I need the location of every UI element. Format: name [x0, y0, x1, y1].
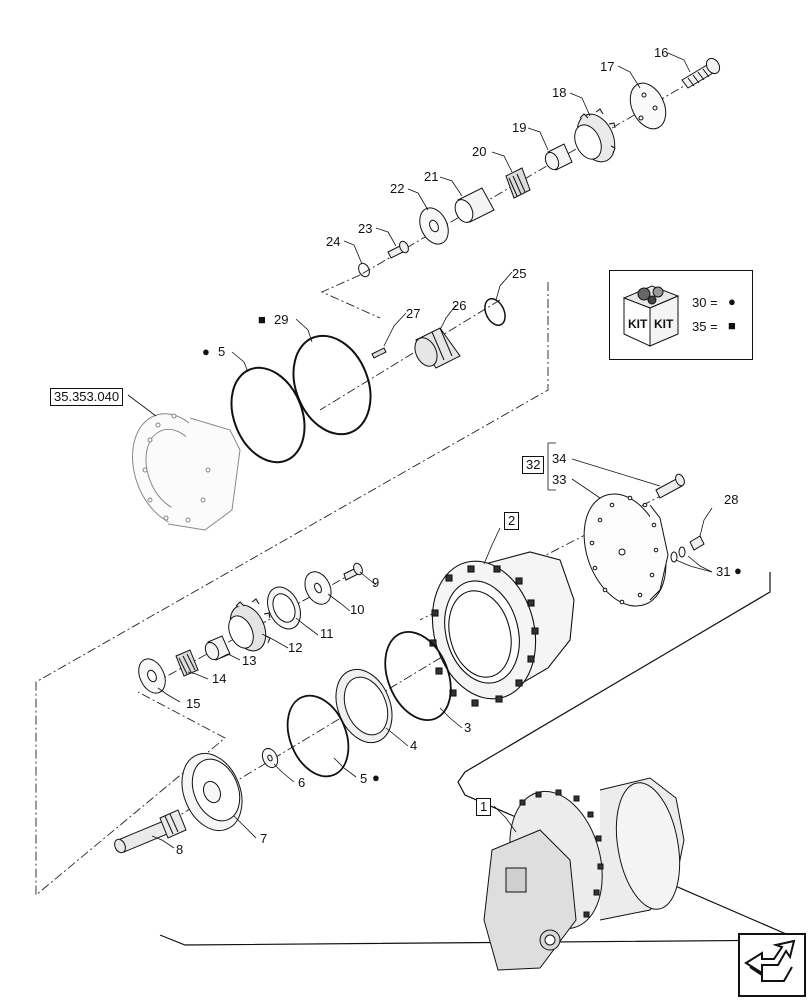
navigation-button[interactable]	[738, 933, 806, 997]
kit-label-right: KIT	[654, 317, 674, 331]
callout-12: 12	[288, 640, 303, 655]
callout-31: 31	[716, 564, 731, 579]
ref-kit-32-box[interactable]: 32	[522, 456, 545, 475]
seal-ring-4	[335, 668, 393, 744]
o-ring-29	[292, 334, 372, 436]
callout-18: 18	[552, 85, 567, 100]
bearing-20	[505, 167, 531, 199]
seal-31b	[670, 551, 678, 563]
callout-33: 33	[552, 472, 567, 487]
callout-5b: 5	[360, 771, 368, 786]
gear-12	[228, 598, 271, 652]
legend-square-label: 35 =	[692, 319, 718, 334]
gear-18	[574, 108, 616, 163]
washer-10	[304, 571, 332, 605]
callout-28: 28	[724, 492, 739, 507]
callout-13: 13	[242, 653, 257, 668]
plate-17	[629, 82, 667, 130]
pin-27	[371, 347, 387, 359]
washer-6	[261, 747, 279, 769]
sleeve-21	[454, 187, 495, 223]
callout-9: 9	[372, 575, 380, 590]
callout-5b-marker: ●	[372, 770, 380, 785]
ref-assembly-1-box[interactable]: 1	[476, 798, 492, 817]
callout-5a: 5	[218, 344, 226, 359]
o-ring-5-lower	[286, 694, 350, 778]
callout-22: 22	[390, 181, 405, 196]
callout-10: 10	[350, 602, 365, 617]
ref-housing-2-box[interactable]: 2	[504, 512, 520, 531]
callout-7: 7	[260, 831, 268, 846]
seal-31a	[678, 546, 686, 558]
ref-section-box[interactable]: 35.353.040	[50, 388, 124, 407]
callout-26: 26	[452, 298, 467, 313]
gear-shaft-26	[414, 327, 461, 369]
callout-15: 15	[186, 696, 201, 711]
callout-25: 25	[512, 266, 527, 281]
callout-8: 8	[176, 842, 184, 857]
callout-17: 17	[600, 59, 615, 74]
cover-plate-33	[583, 493, 669, 607]
kit-legend: KIT KIT 30 = ● 35 = ■	[609, 270, 753, 360]
arrow-nav-icon	[744, 939, 796, 982]
bolt-16	[681, 57, 721, 89]
callout-4: 4	[410, 738, 418, 753]
legend-square-symbol: ■	[728, 318, 736, 333]
callout-21: 21	[424, 169, 439, 184]
callout-23: 23	[358, 221, 373, 236]
callout-24: 24	[326, 234, 341, 249]
callout-5a-marker: ●	[202, 344, 210, 359]
washer-22	[419, 207, 449, 245]
callout-3: 3	[464, 720, 472, 735]
callout-29-marker: ■	[258, 312, 266, 327]
callout-14: 14	[212, 671, 227, 686]
bushing-13	[204, 635, 231, 661]
legend-circle-label: 30 =	[692, 295, 718, 310]
bolt-34	[655, 473, 685, 499]
callout-16: 16	[654, 45, 669, 60]
callout-19: 19	[512, 120, 527, 135]
assembly-boundary	[159, 572, 801, 946]
callout-31-marker: ●	[734, 563, 742, 578]
callout-11: 11	[320, 626, 334, 641]
bearing-14	[175, 649, 199, 677]
screw-23	[387, 240, 409, 259]
shaft-8	[114, 809, 187, 854]
legend-circle-symbol: ●	[728, 294, 736, 309]
snap-ring-25	[484, 298, 506, 326]
final-drive-assembly-1	[483, 777, 685, 971]
carrier-disc-7	[181, 752, 243, 832]
thrust-ring-11	[267, 586, 301, 630]
kit-box-icon: KIT KIT	[622, 285, 680, 347]
plug-28	[689, 535, 705, 551]
callout-34: 34	[552, 451, 567, 466]
o-ring-5-upper	[230, 366, 306, 464]
ring-24	[358, 262, 370, 278]
callout-27: 27	[406, 306, 421, 321]
o-ring-3	[384, 630, 452, 722]
housing-2	[429, 551, 575, 707]
kit-label-left: KIT	[628, 317, 648, 331]
bushing-19	[544, 143, 573, 171]
washer-15	[138, 658, 166, 694]
screw-9	[343, 562, 363, 581]
leader-lines	[127, 52, 713, 849]
reference-housing	[131, 413, 241, 531]
callout-29: 29	[274, 312, 289, 327]
callout-20: 20	[472, 144, 487, 159]
callout-6: 6	[298, 775, 306, 790]
